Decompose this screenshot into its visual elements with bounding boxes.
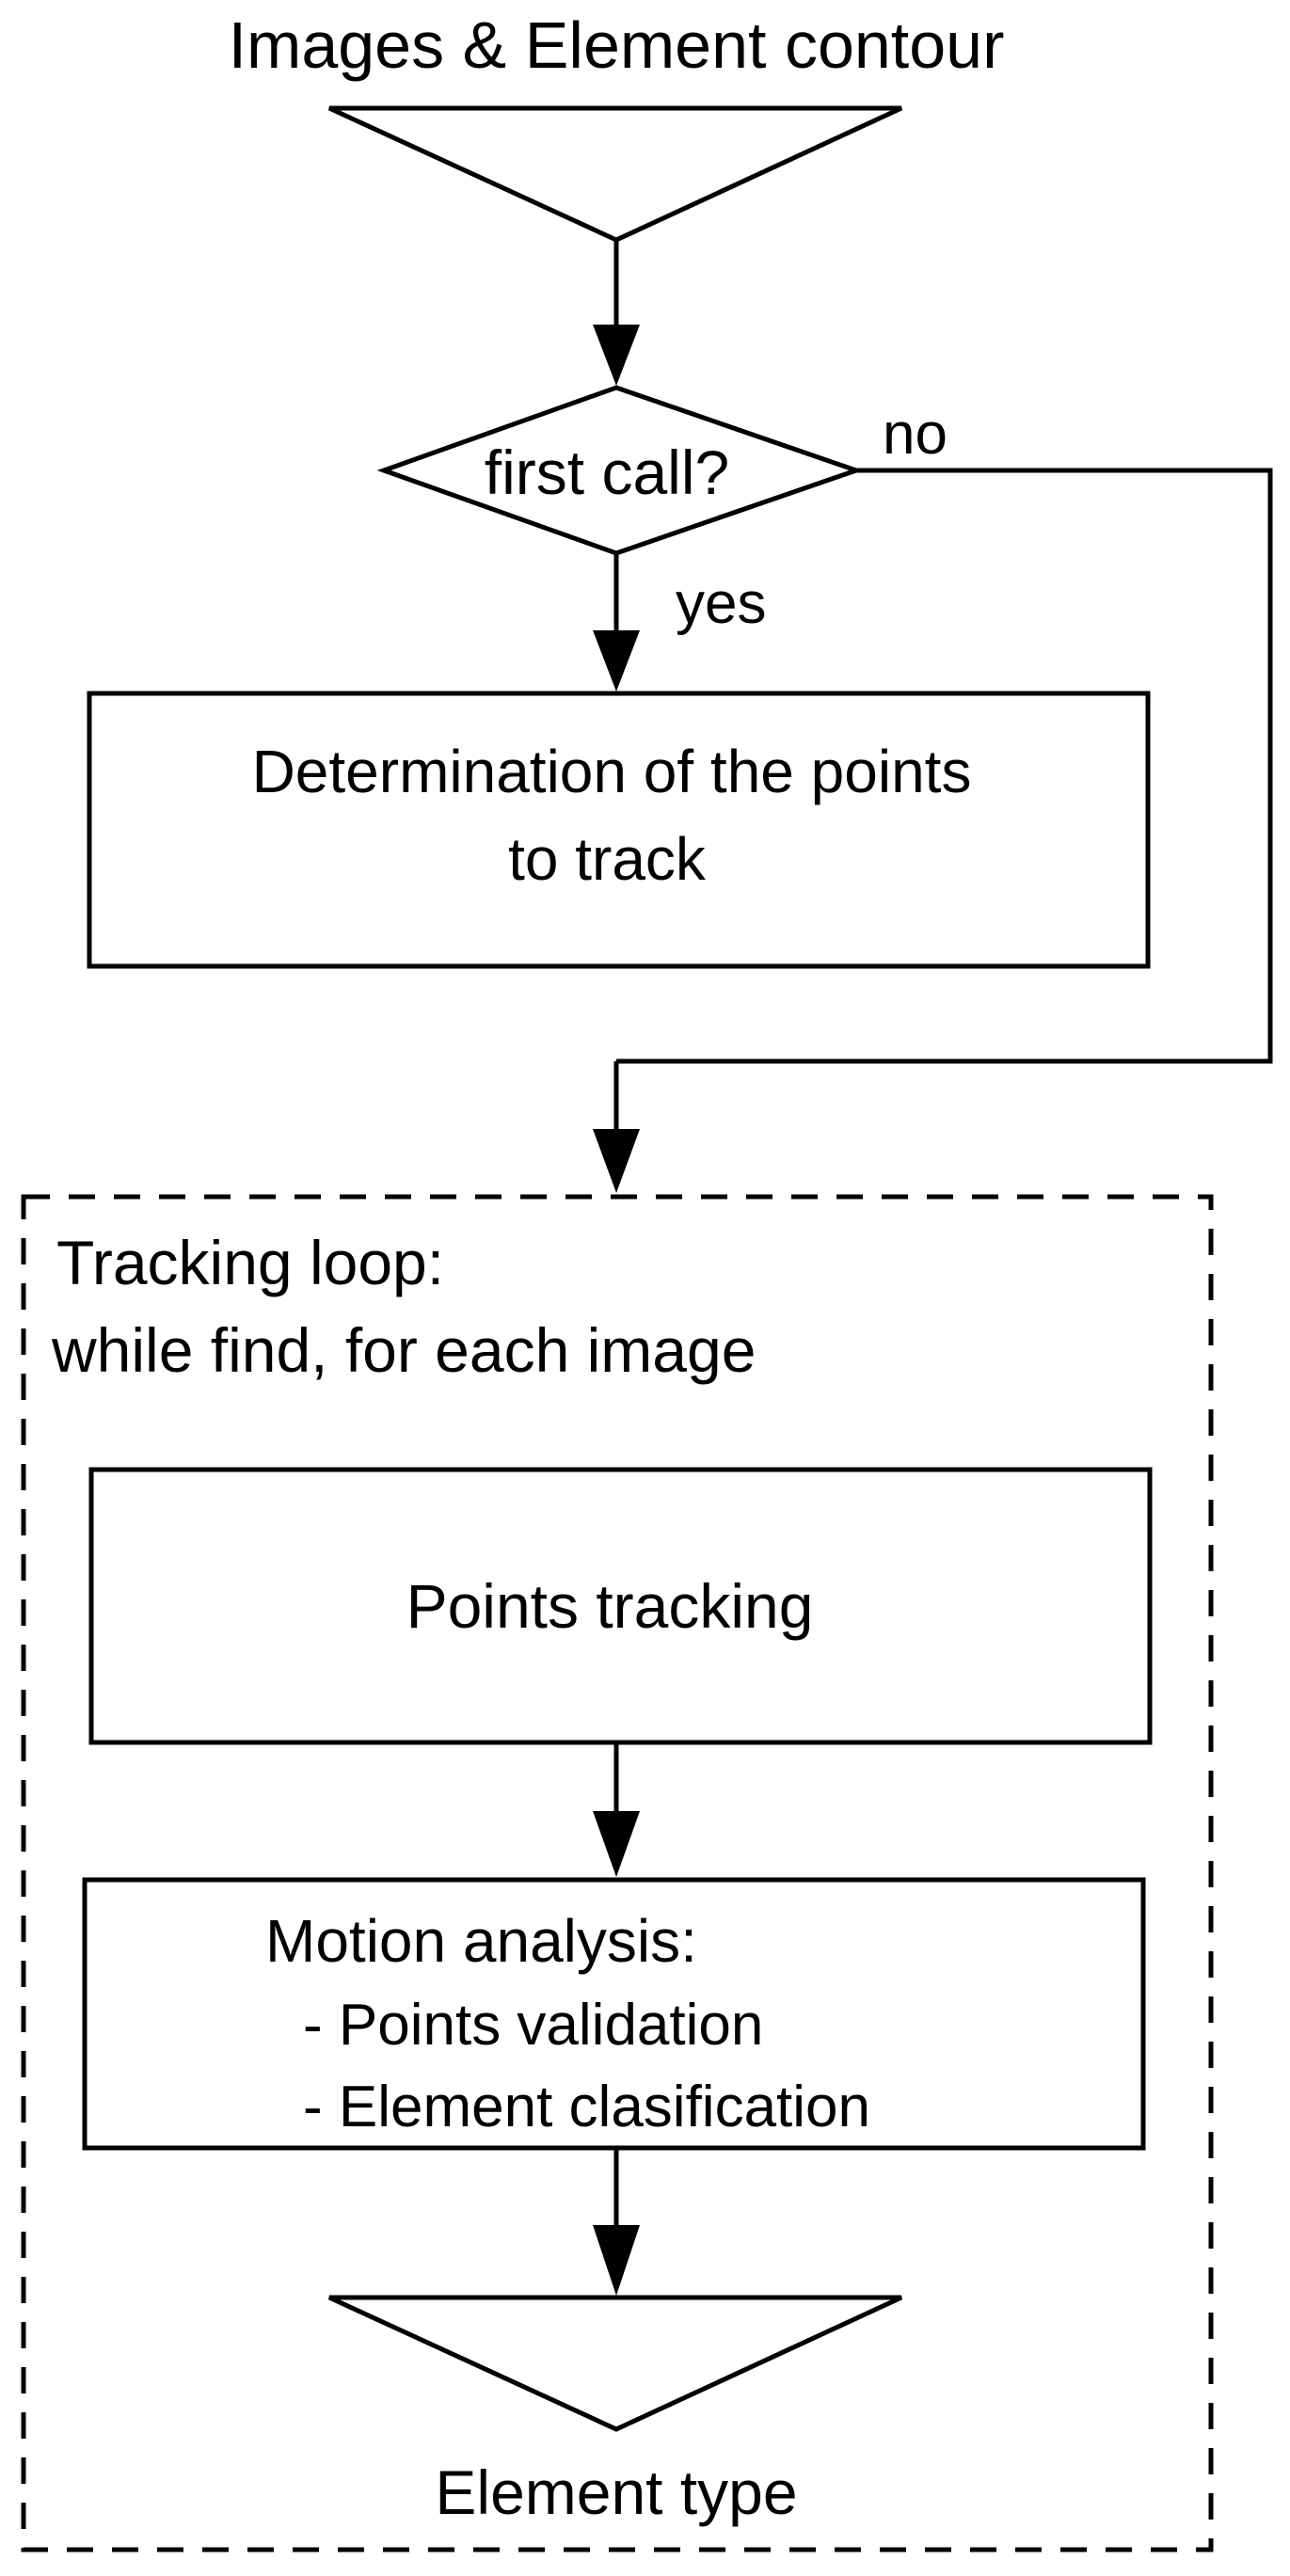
loop-subtitle: while find, for each image bbox=[51, 1315, 756, 1385]
points-tracking-label: Points tracking bbox=[406, 1571, 814, 1641]
loop-title: Tracking loop: bbox=[56, 1228, 444, 1297]
input-triangle bbox=[327, 105, 903, 243]
output-label: Element type bbox=[435, 2457, 797, 2527]
motion-analysis-title: Motion analysis: bbox=[265, 1907, 697, 1975]
arrowhead-merge-to-loop bbox=[593, 1129, 640, 1193]
motion-analysis-box bbox=[82, 1877, 1146, 2151]
decision-label: first call? bbox=[485, 437, 729, 507]
determination-line1: Determination of the points bbox=[252, 738, 972, 805]
points-tracking-box bbox=[88, 1467, 1153, 1745]
yes-label: yes bbox=[676, 571, 766, 636]
motion-analysis-item-2: - Element clasification bbox=[303, 2075, 870, 2139]
no-label: no bbox=[883, 402, 948, 467]
motion-analysis-item-1: - Points validation bbox=[303, 1993, 763, 2058]
output-triangle bbox=[327, 2295, 903, 2432]
no-branch-connector bbox=[616, 468, 1273, 1064]
arrowhead-motion-to-output bbox=[593, 2225, 640, 2296]
input-label: Images & Element contour bbox=[229, 8, 1005, 82]
tracking-loop-container bbox=[21, 1194, 1214, 2552]
arrowhead-input-to-decision bbox=[593, 325, 640, 386]
arrowhead-decision-to-determination bbox=[593, 630, 640, 692]
arrowhead-tracking-to-motion bbox=[593, 1811, 640, 1877]
determination-line2: to track bbox=[508, 825, 707, 893]
determination-box bbox=[87, 691, 1151, 969]
